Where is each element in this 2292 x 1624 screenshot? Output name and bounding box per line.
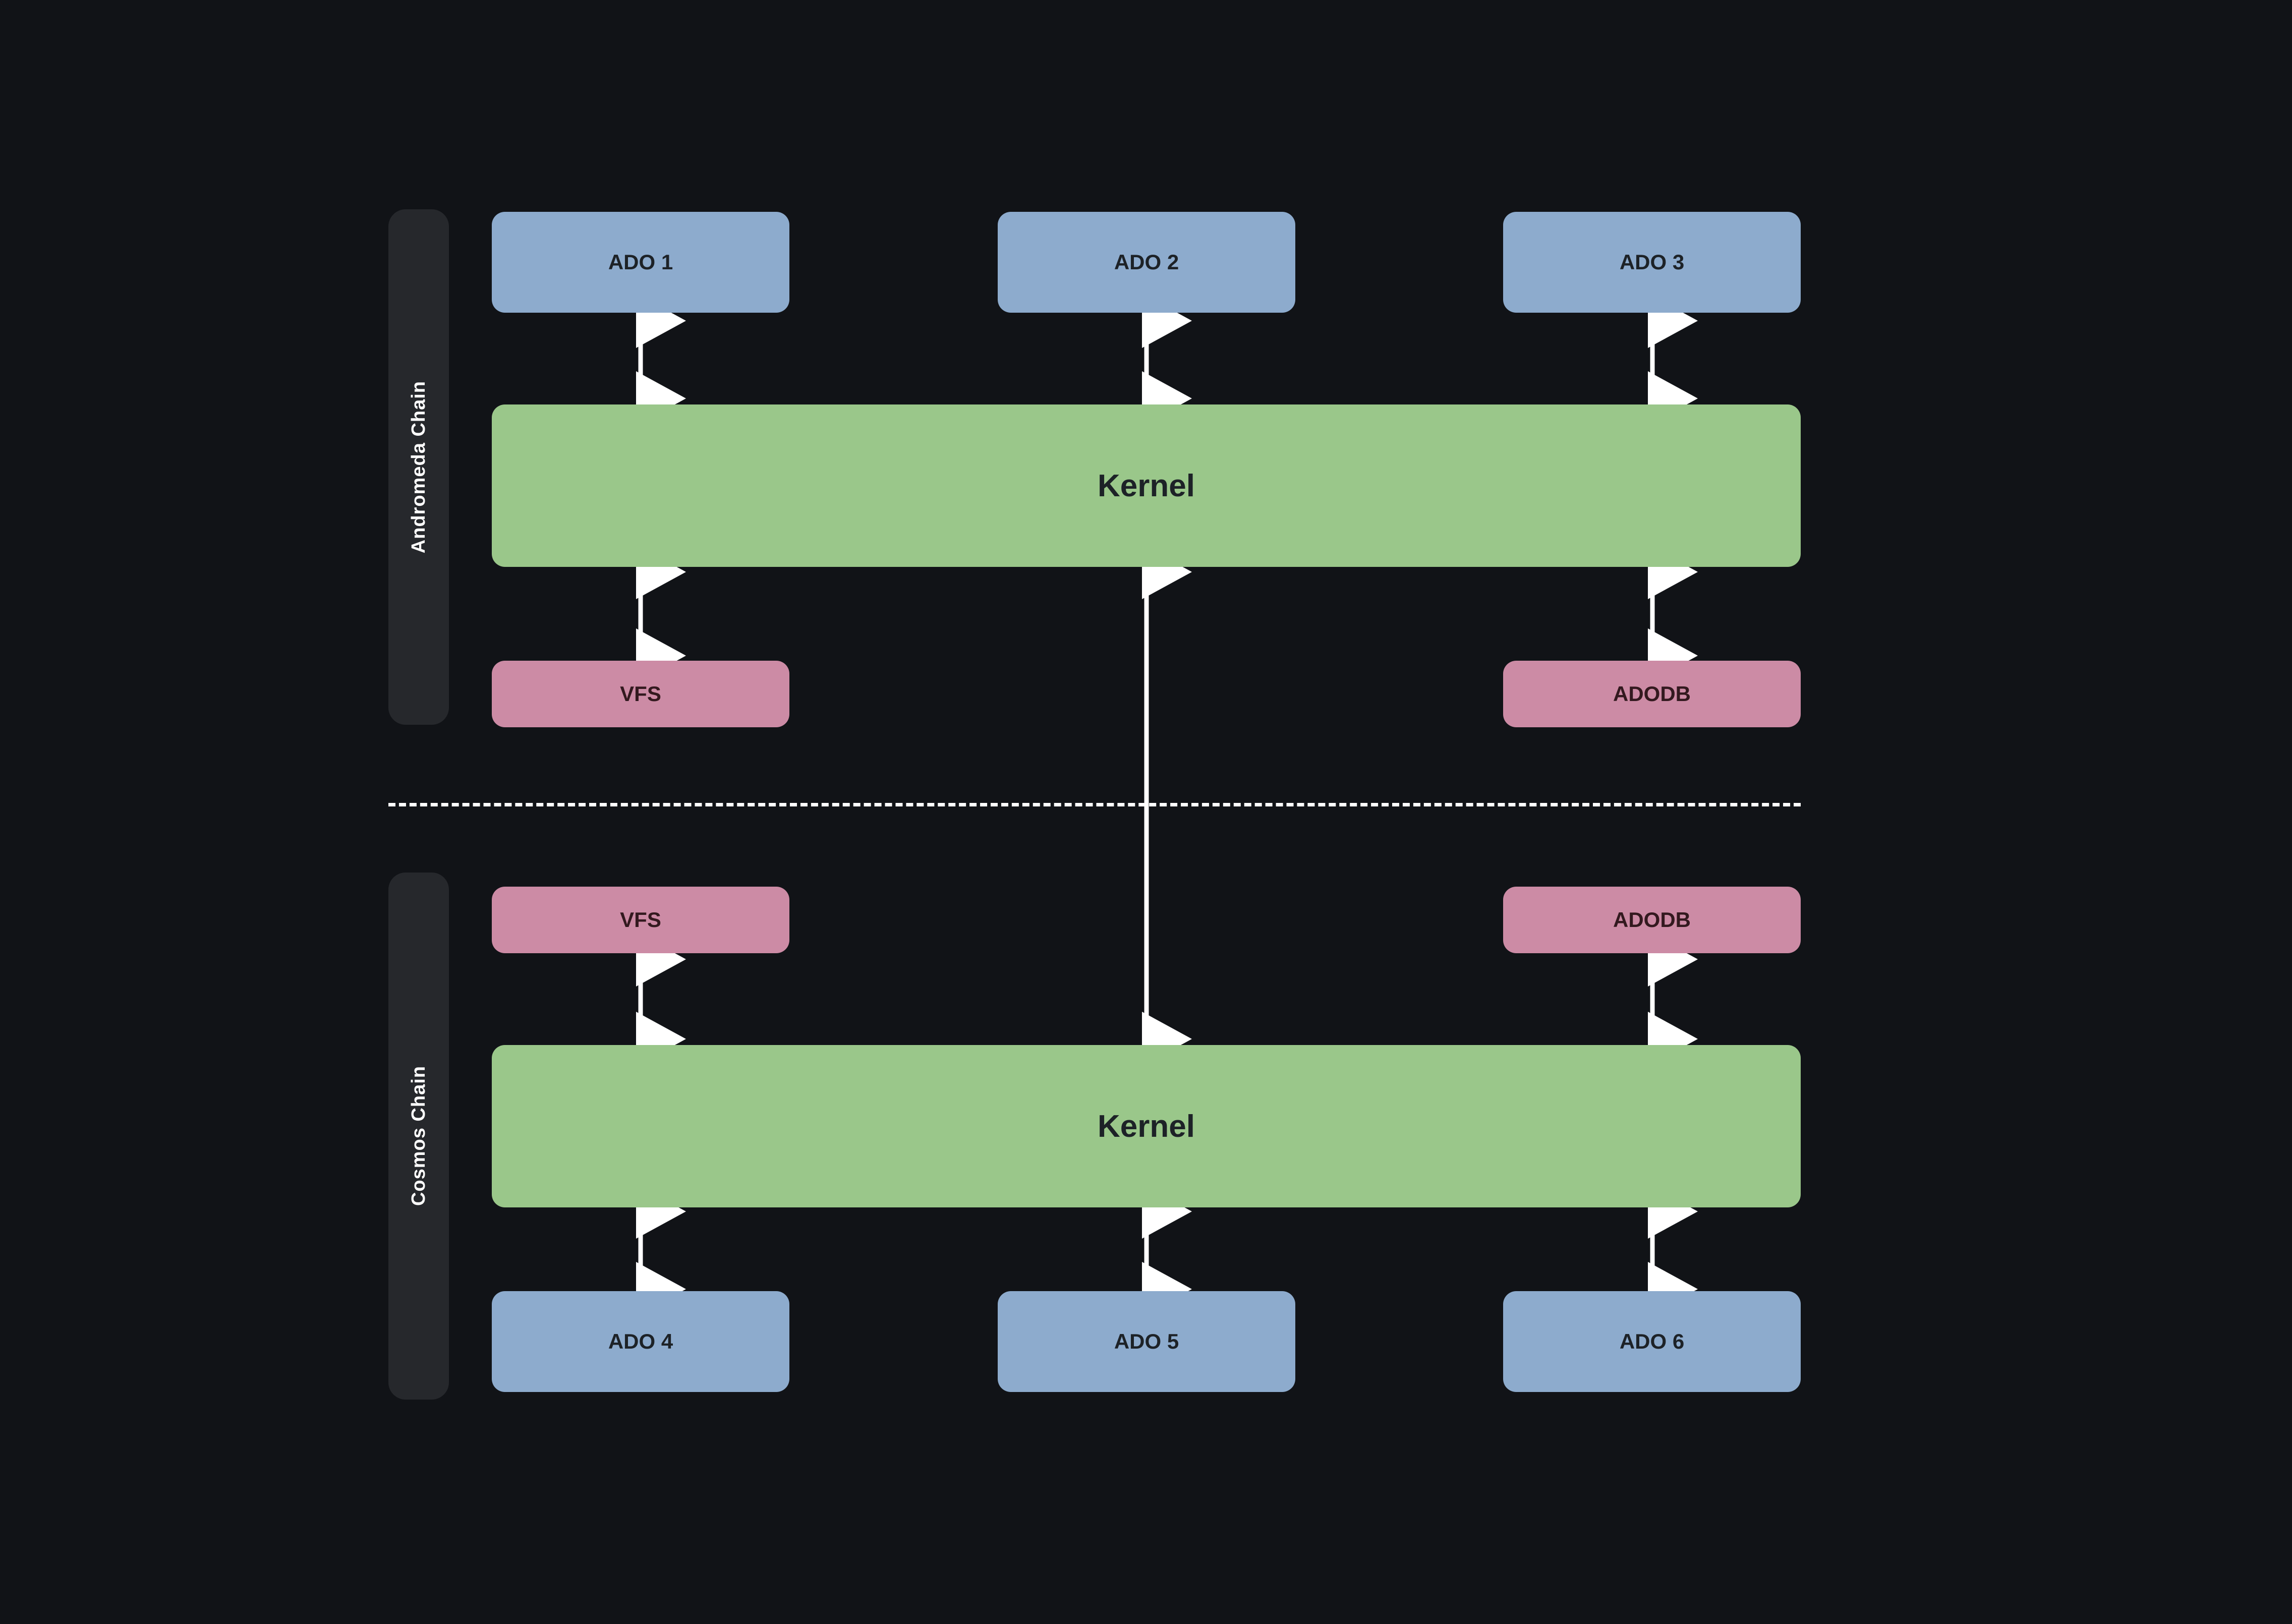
node-ado5-label: ADO 5	[1114, 1329, 1179, 1353]
node-adodb-cosmos-label: ADODB	[1613, 908, 1691, 932]
node-ado5[interactable]: ADO 5	[998, 1291, 1295, 1392]
node-kernel-andromeda[interactable]: Kernel	[492, 404, 1801, 567]
node-adodb-andromeda-label: ADODB	[1613, 682, 1691, 706]
node-vfs-andromeda[interactable]: VFS	[492, 661, 789, 727]
node-ado6[interactable]: ADO 6	[1503, 1291, 1801, 1392]
node-ado4-label: ADO 4	[608, 1329, 673, 1353]
node-adodb-andromeda[interactable]: ADODB	[1503, 661, 1801, 727]
chain-divider	[388, 803, 1801, 806]
node-kernel-andromeda-label: Kernel	[1098, 468, 1195, 503]
node-ado2-label: ADO 2	[1114, 250, 1179, 274]
chain-panel-cosmos: Cosmos Chain	[388, 873, 449, 1400]
node-vfs-cosmos[interactable]: VFS	[492, 887, 789, 953]
node-kernel-cosmos-label: Kernel	[1098, 1109, 1195, 1144]
node-adodb-cosmos[interactable]: ADODB	[1503, 887, 1801, 953]
node-vfs-cosmos-label: VFS	[620, 908, 661, 932]
chain-label-andromeda: Andromeda Chain	[408, 380, 429, 554]
chain-label-cosmos: Cosmos Chain	[408, 1066, 429, 1206]
node-ado2[interactable]: ADO 2	[998, 212, 1295, 313]
node-ado1-label: ADO 1	[608, 250, 673, 274]
node-ado3-label: ADO 3	[1619, 250, 1685, 274]
node-vfs-andromeda-label: VFS	[620, 682, 661, 706]
node-kernel-cosmos[interactable]: Kernel	[492, 1045, 1801, 1207]
node-ado3[interactable]: ADO 3	[1503, 212, 1801, 313]
chain-panel-andromeda: Andromeda Chain	[388, 209, 449, 725]
node-ado4[interactable]: ADO 4	[492, 1291, 789, 1392]
node-ado1[interactable]: ADO 1	[492, 212, 789, 313]
node-ado6-label: ADO 6	[1619, 1329, 1685, 1353]
